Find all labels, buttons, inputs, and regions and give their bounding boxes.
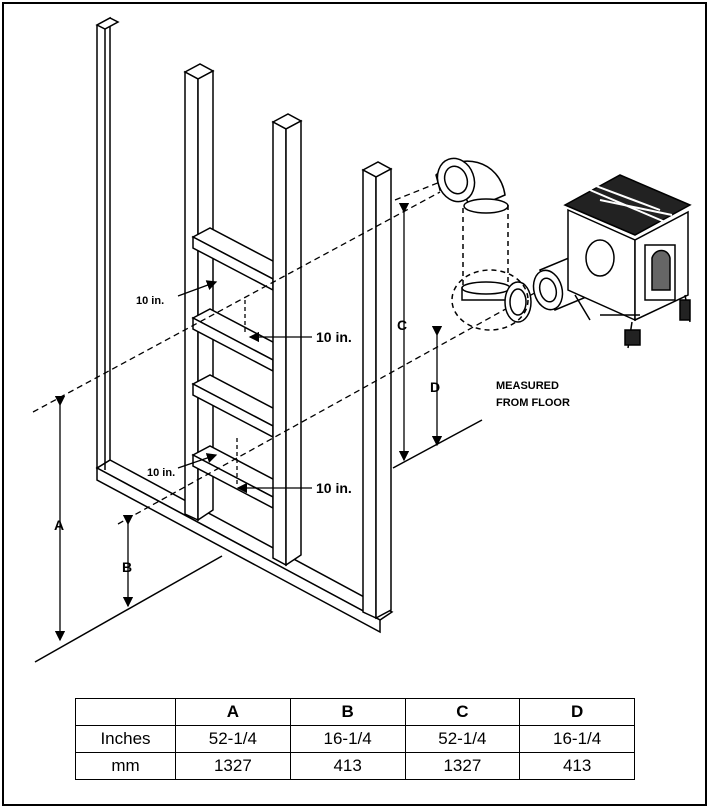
table-cell: mm [75,752,176,780]
spacing-label-lower-right: 10 in. [316,480,352,496]
measured-label-line2: FROM FLOOR [496,397,570,409]
floor-line-left [34,555,223,663]
table-header-cell [75,698,176,726]
table-header-cell: D [519,698,635,726]
spacing-label-lower-left: 10 in. [147,467,175,479]
table-cell: 16-1/4 [289,725,406,753]
table-cell: Inches [75,725,176,753]
table-cell: 52-1/4 [175,725,291,753]
table-header-cell: A [175,698,291,726]
table-cell: 1327 [404,752,521,780]
table-cell: 16-1/4 [519,725,635,753]
vent-centerlines [32,169,541,525]
table-cell: 413 [519,752,635,780]
dim-d-label: D [430,379,440,395]
dimension-lines [54,202,443,642]
table-header-cell: B [289,698,406,726]
dim-a-label: A [54,517,64,533]
spacing-label-upper-right: 10 in. [316,329,352,345]
wall-framing [95,16,394,634]
table-header-cell: C [404,698,521,726]
table-cell: 413 [289,752,406,780]
dimension-table: A B C D Inches 52-1/4 16-1/4 52-1/4 16-1… [75,698,635,780]
dim-b-label: B [122,559,132,575]
table-cell: 52-1/4 [404,725,521,753]
table-cell: 1327 [175,752,291,780]
measured-label-line1: MEASURED [496,380,559,392]
table-row: mm 1327 413 1327 413 [75,752,635,780]
spacing-label-upper-left: 10 in. [136,295,164,307]
table-header-row: A B C D [75,698,635,726]
stove-illustration [563,174,692,349]
table-row: Inches 52-1/4 16-1/4 52-1/4 16-1/4 [75,725,635,753]
dim-c-label: C [397,317,407,333]
